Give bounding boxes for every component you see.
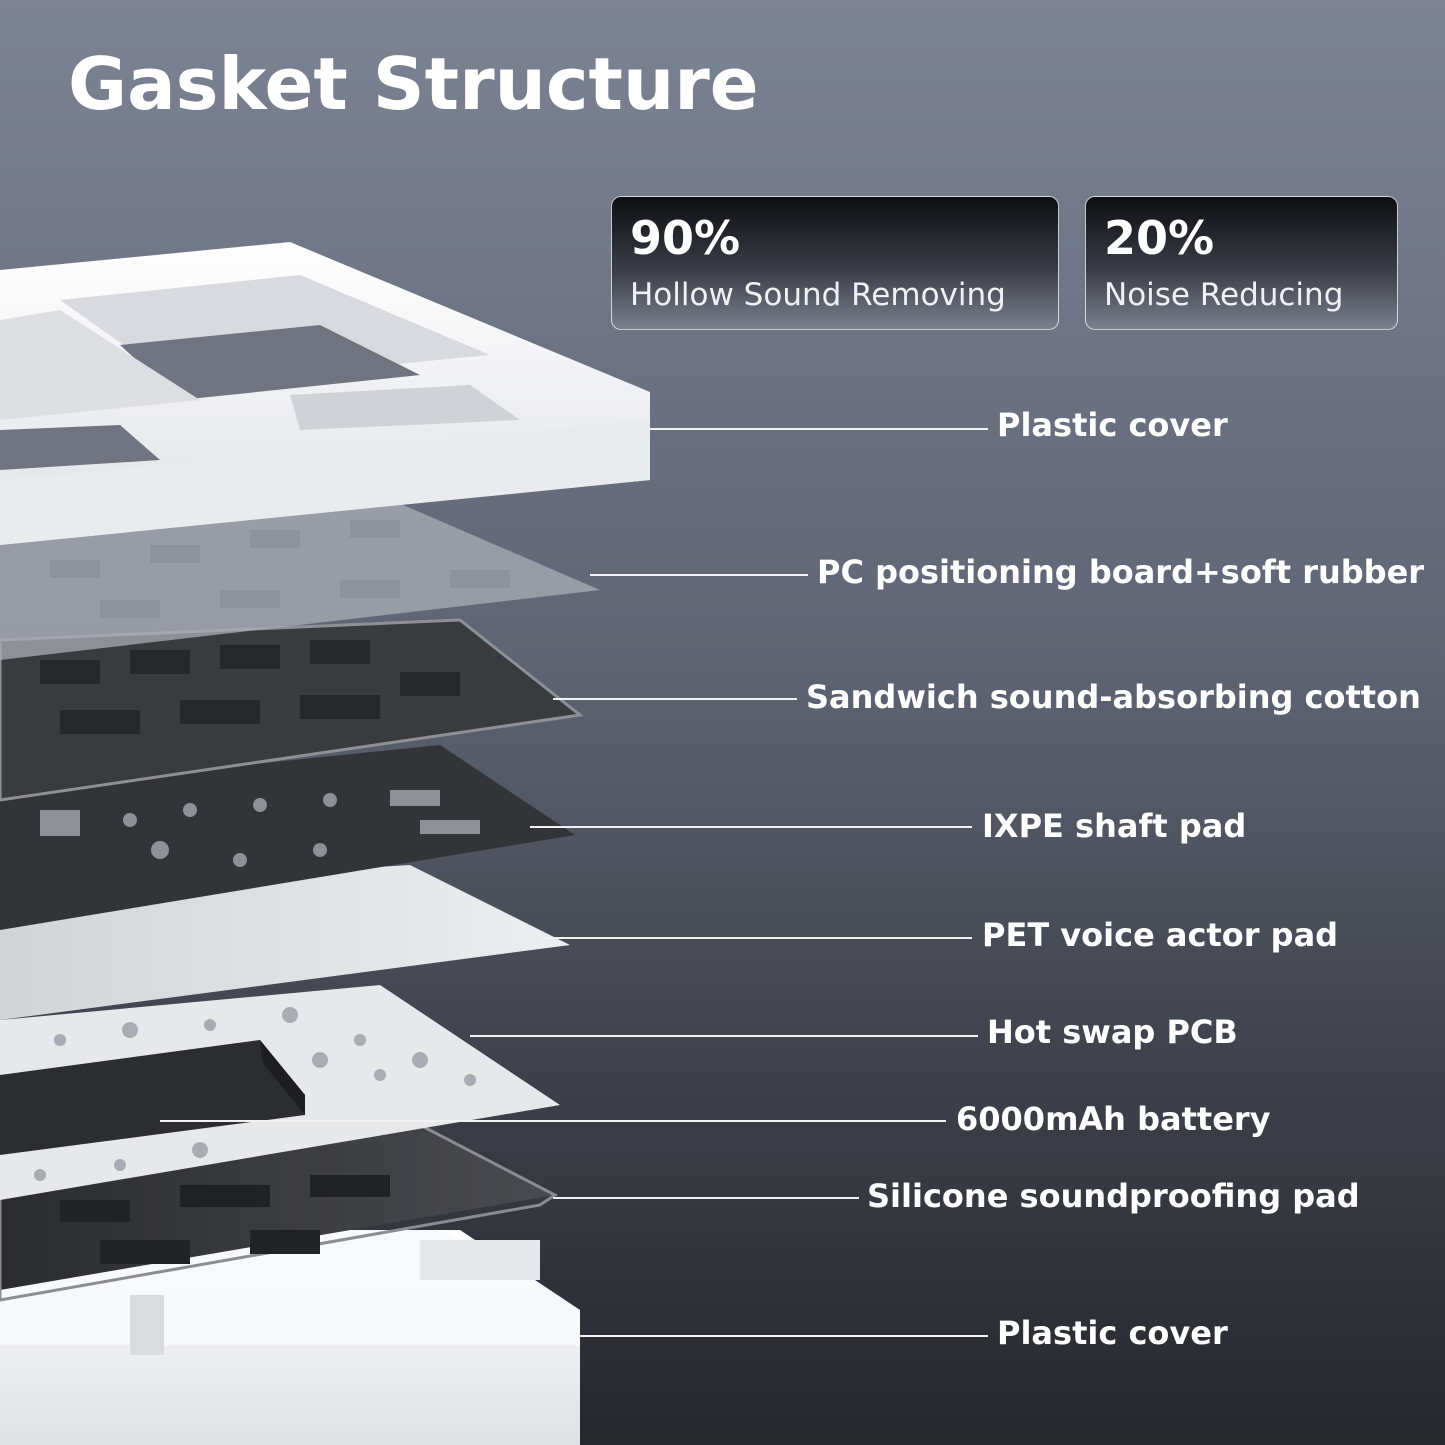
label-hot-swap-pcb: Hot swap PCB bbox=[987, 1013, 1238, 1051]
label-battery: 6000mAh battery bbox=[956, 1100, 1271, 1138]
layer-pc-board bbox=[0, 495, 600, 660]
label-pc-board: PC positioning board+soft rubber bbox=[817, 553, 1425, 591]
leader-line bbox=[553, 698, 797, 700]
leader-line bbox=[580, 1335, 988, 1337]
label-sandwich-cotton: Sandwich sound-absorbing cotton bbox=[806, 678, 1421, 716]
leader-line bbox=[160, 1120, 946, 1122]
layer-ixpe-pad bbox=[0, 745, 575, 930]
layer-battery bbox=[0, 1040, 305, 1155]
label-ixpe-pad: IXPE shaft pad bbox=[982, 807, 1247, 845]
label-pet-pad: PET voice actor pad bbox=[982, 916, 1339, 954]
leader-line bbox=[470, 1035, 978, 1037]
stat-value: 20% bbox=[1104, 211, 1215, 265]
stat-value: 90% bbox=[630, 211, 741, 265]
layer-plastic-cover-bottom bbox=[0, 1230, 580, 1445]
page-title: Gasket Structure bbox=[68, 42, 759, 126]
leader-line bbox=[540, 937, 972, 939]
stat-card-hollow-sound: 90% Hollow Sound Removing bbox=[611, 196, 1059, 330]
layer-sandwich-cotton bbox=[0, 618, 584, 802]
layer-plastic-cover-top bbox=[0, 242, 650, 545]
leader-line bbox=[530, 826, 972, 828]
leader-line bbox=[553, 1197, 859, 1199]
leader-line bbox=[650, 428, 988, 430]
leader-line bbox=[590, 574, 808, 576]
label-plastic-cover-top: Plastic cover bbox=[997, 406, 1228, 444]
label-silicone-pad: Silicone soundproofing pad bbox=[867, 1177, 1360, 1215]
label-plastic-cover-bottom: Plastic cover bbox=[997, 1314, 1228, 1352]
stat-card-noise-reducing: 20% Noise Reducing bbox=[1085, 196, 1398, 330]
stat-label: Noise Reducing bbox=[1104, 277, 1344, 313]
stat-label: Hollow Sound Removing bbox=[630, 277, 1006, 313]
